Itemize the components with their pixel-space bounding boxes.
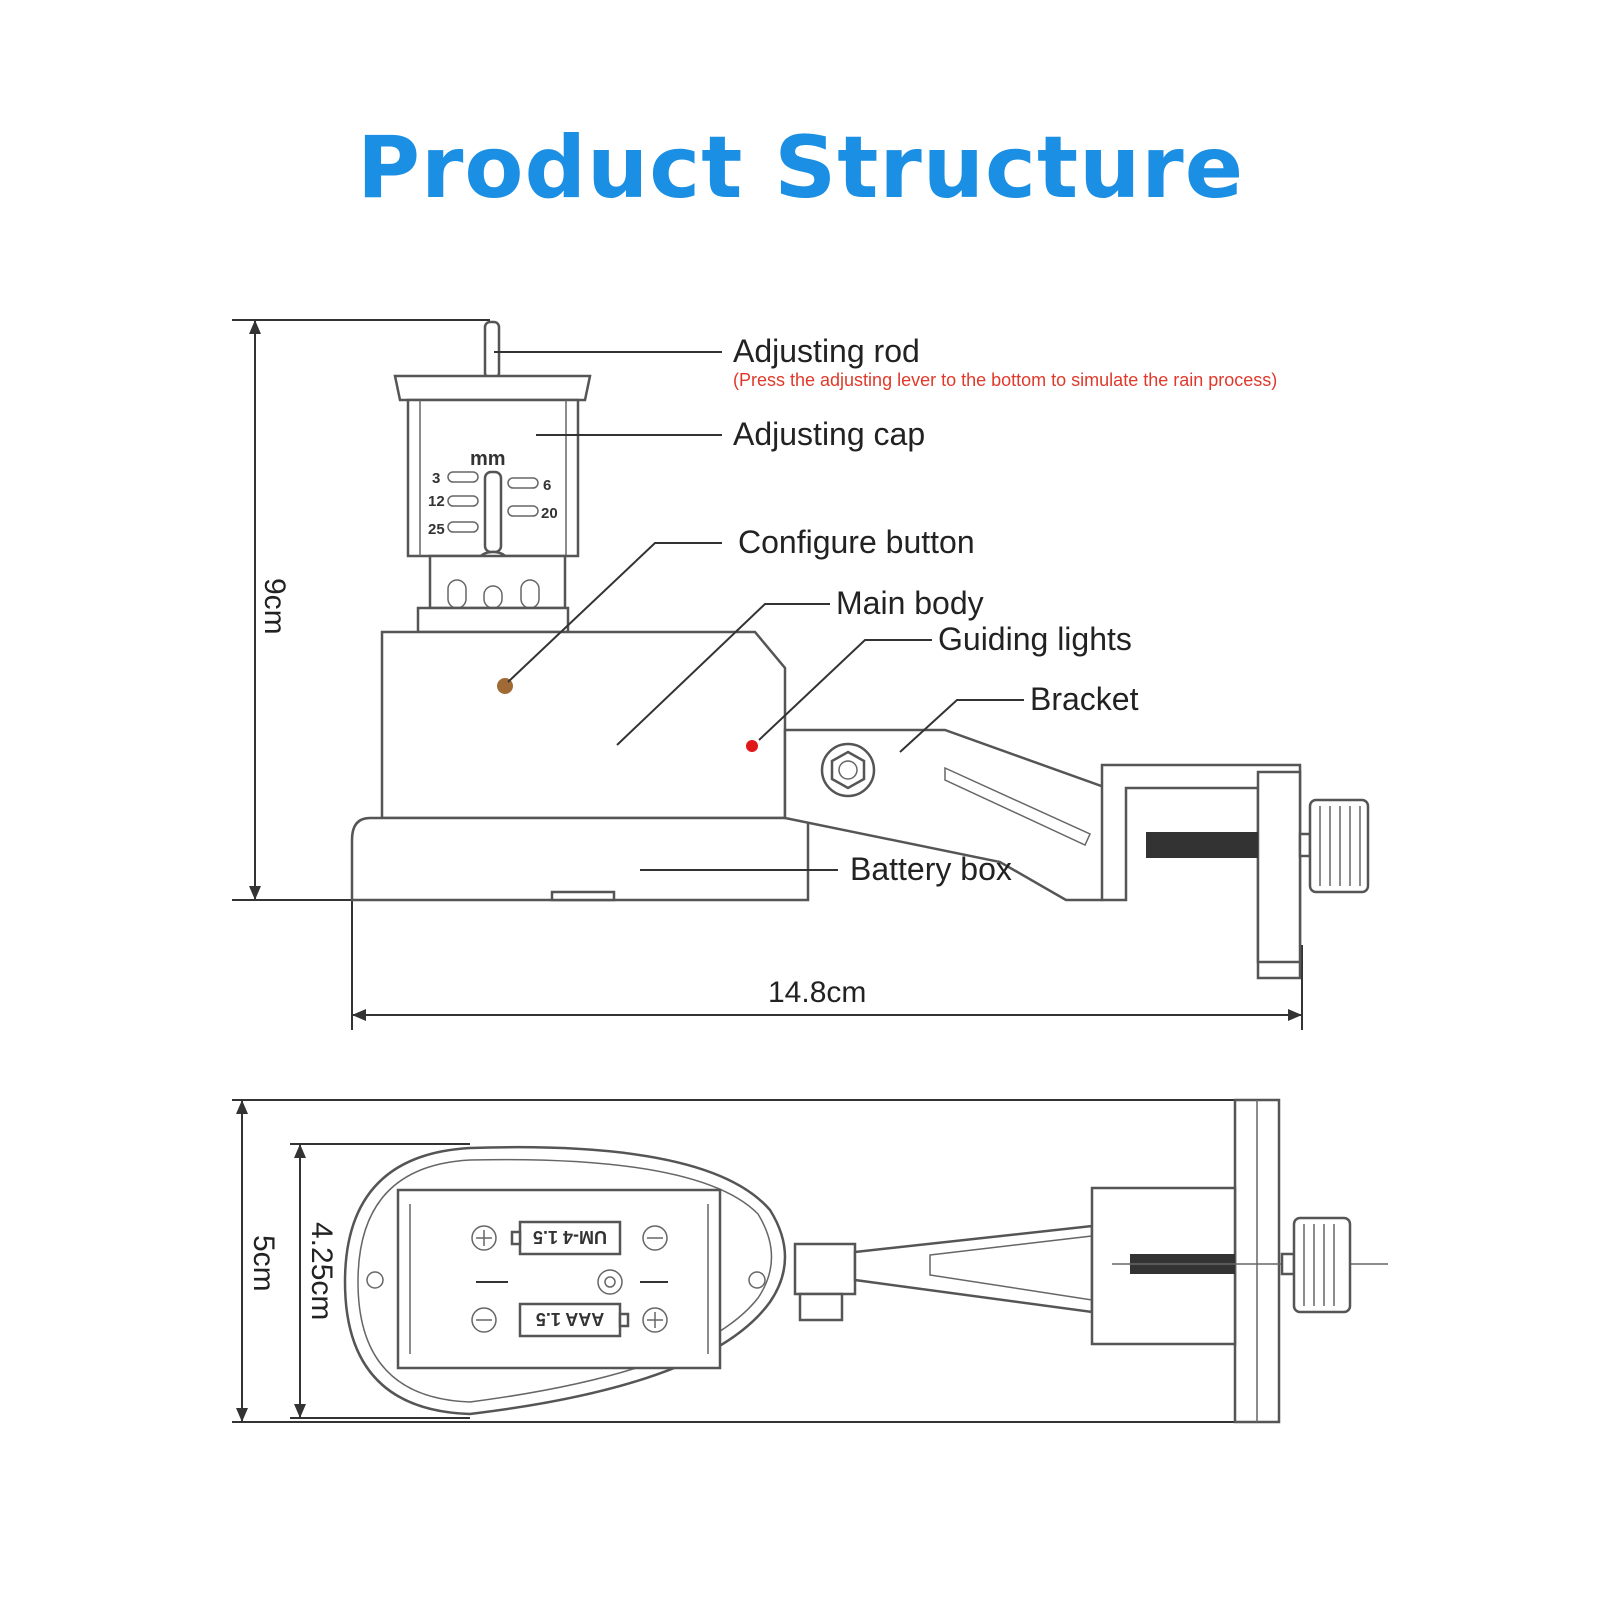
label-adjusting-cap: Adjusting cap xyxy=(733,416,925,452)
outer-width-dimension: 5cm xyxy=(232,1099,1235,1423)
scale-mark-left-3: 25 xyxy=(428,521,445,538)
height-dimension: 9cm xyxy=(232,319,490,901)
bottom-view: 5cm 4.25cm UM-4 1.5 xyxy=(232,1098,1388,1424)
neck xyxy=(416,554,570,634)
page-title: Product Structure xyxy=(356,118,1245,218)
label-adjusting-rod: Adjusting rod xyxy=(733,333,920,369)
outer-width-label: 5cm xyxy=(247,1235,280,1292)
battery-box xyxy=(350,816,810,902)
scale-unit: mm xyxy=(470,448,506,470)
label-battery-box: Battery box xyxy=(850,851,1012,887)
bracket xyxy=(783,728,1370,980)
battery-bottom-label: AAA 1.5 xyxy=(536,1309,604,1329)
adjusting-rod xyxy=(483,320,501,380)
label-adjusting-rod-note: (Press the adjusting lever to the bottom… xyxy=(733,370,1277,390)
height-dimension-label: 9cm xyxy=(258,578,291,635)
scale-mark-right-2: 20 xyxy=(541,505,558,522)
battery-top: UM-4 1.5 xyxy=(510,1220,622,1256)
main-body xyxy=(380,630,787,820)
battery-top-label: UM-4 1.5 xyxy=(533,1227,607,1247)
label-main-body: Main body xyxy=(836,585,984,621)
adjusting-cap: mm 3 12 25 6 20 xyxy=(393,374,592,570)
length-dimension-label: 14.8cm xyxy=(768,976,866,1009)
side-view: 9cm 14.8cm mm 3 12 25 6 20 xyxy=(232,319,1370,1030)
scale-mark-left-1: 3 xyxy=(432,470,440,487)
label-guiding-lights: Guiding lights xyxy=(938,621,1132,657)
battery-bottom: AAA 1.5 xyxy=(518,1302,630,1338)
leader-lines xyxy=(494,351,1024,871)
guiding-light xyxy=(746,740,758,752)
scale-mark-right-1: 6 xyxy=(543,477,551,494)
scale-mark-left-2: 12 xyxy=(428,493,445,510)
inner-width-label: 4.25cm xyxy=(305,1222,338,1320)
label-configure-button: Configure button xyxy=(738,524,975,560)
length-dimension: 14.8cm xyxy=(351,900,1303,1030)
inner-width-dimension: 4.25cm xyxy=(290,1143,470,1419)
label-bracket: Bracket xyxy=(1030,681,1139,717)
